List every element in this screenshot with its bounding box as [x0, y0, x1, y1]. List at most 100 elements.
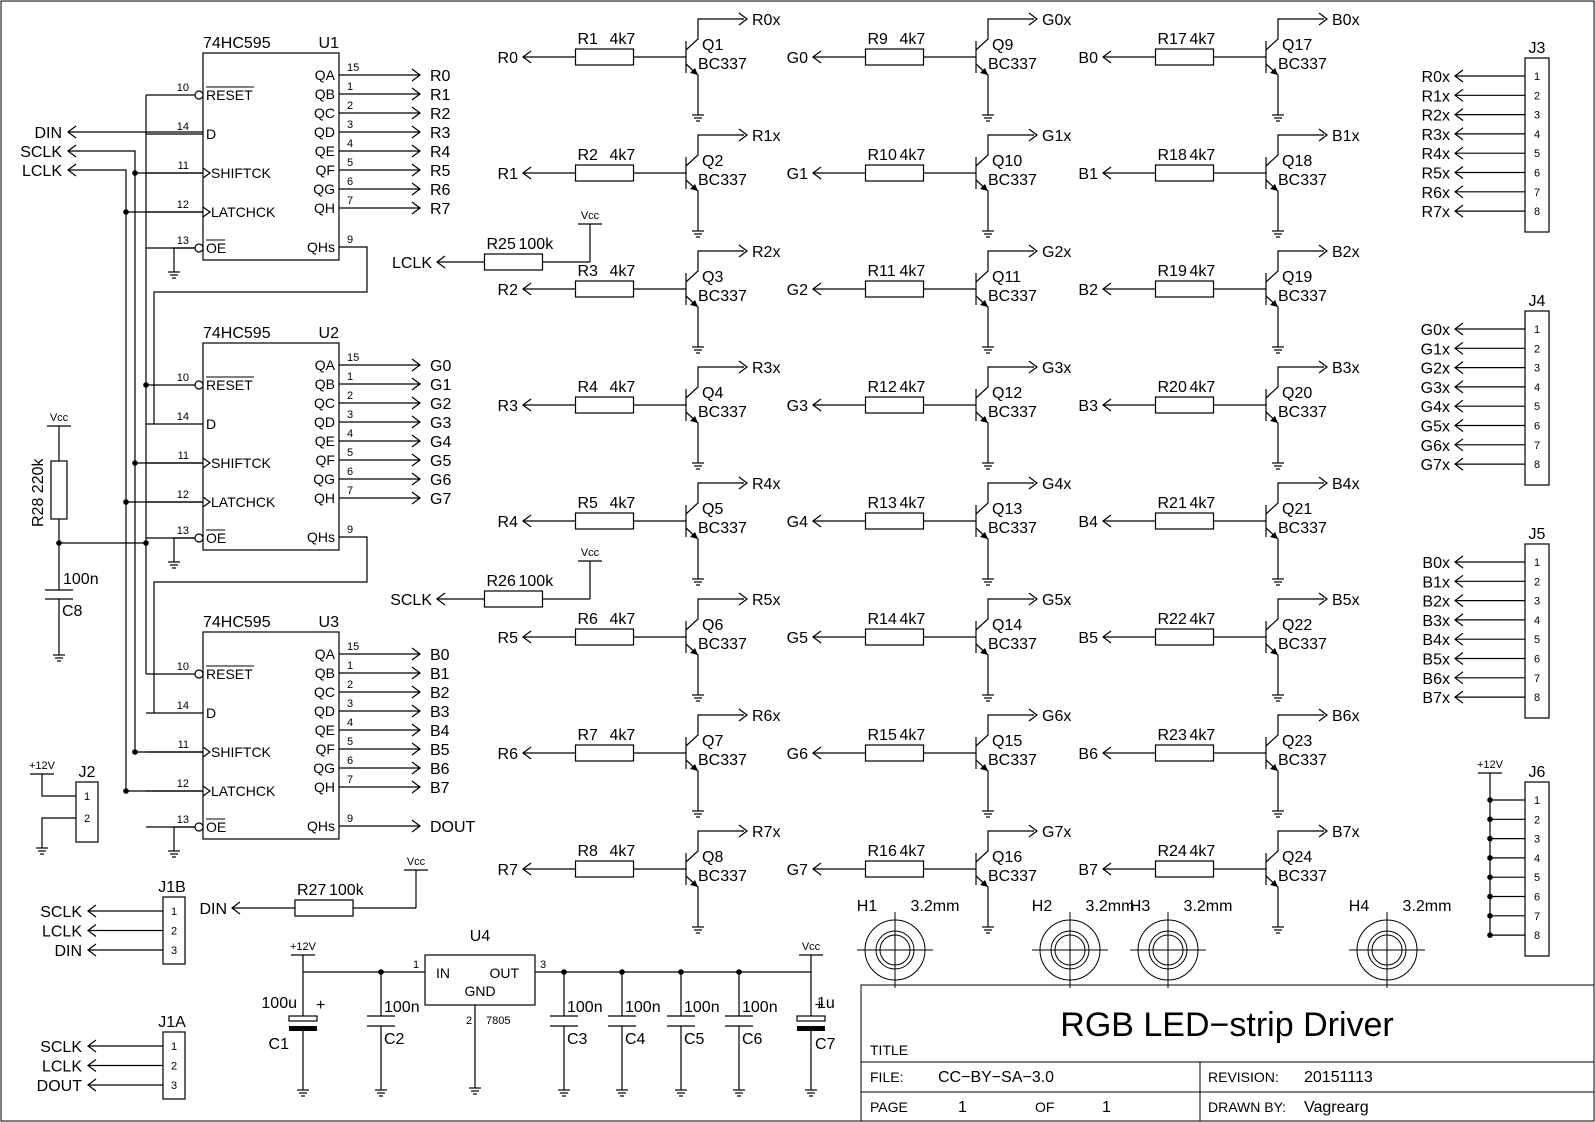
resistor-ref: R14	[868, 611, 897, 628]
resistor-body	[864, 396, 925, 414]
pin-name: SHIFTCK	[211, 744, 272, 760]
output-label: R1x	[752, 128, 780, 145]
pin-number: 10	[177, 372, 189, 384]
junction-dot	[619, 969, 625, 975]
input-label: DIN	[34, 125, 62, 142]
transistor-ref: Q16	[992, 849, 1022, 866]
net-label: B6	[430, 761, 450, 778]
net-label: G6x	[1421, 438, 1450, 455]
pin-name: QB	[315, 86, 335, 102]
pin-number: 3	[347, 409, 353, 421]
arrow-right	[1028, 12, 1038, 26]
junction-dot	[1487, 932, 1493, 938]
arrow-right	[738, 12, 748, 26]
regulator-body	[424, 954, 536, 1006]
pin-name: QB	[315, 376, 335, 392]
revision-value: 20151113	[1304, 1069, 1373, 1086]
transistor-part: BC337	[988, 404, 1037, 421]
pin-number: 8	[1534, 930, 1540, 942]
resistor-value: 100k	[329, 882, 365, 899]
arrow-right	[411, 723, 421, 737]
net-label: G4x	[1421, 399, 1450, 416]
pin-number: 12	[177, 489, 189, 501]
output-label: G1x	[1042, 128, 1071, 145]
pin-number: 5	[1534, 872, 1540, 884]
arrow-right	[738, 708, 748, 722]
net-label: G3	[787, 398, 808, 415]
transistor-ref: Q6	[702, 617, 723, 634]
transistor-ref: Q24	[1282, 849, 1312, 866]
resistor-ref: R16	[868, 843, 897, 860]
net-label: B6x	[1422, 671, 1450, 688]
pin-number: 9	[347, 813, 353, 825]
input-label: LCLK	[22, 163, 62, 180]
connector-ref: J5	[1529, 526, 1546, 543]
wire	[685, 134, 744, 167]
resistor-value: 4k7	[1190, 843, 1216, 860]
inversion-bubble	[194, 822, 204, 832]
net-label: DIN	[199, 901, 227, 918]
resistor-body	[574, 512, 635, 530]
resistor-value: 4k7	[900, 843, 926, 860]
transistor-ref: Q23	[1282, 733, 1312, 750]
resistor-value: 4k7	[610, 263, 636, 280]
net-label: SCLK	[40, 904, 82, 921]
regulator-part: 7805	[486, 1015, 510, 1027]
pin-name: QD	[314, 414, 335, 430]
resistor-ref: R6	[578, 611, 599, 628]
net-label: DOUT	[430, 819, 476, 836]
regulator-in: IN	[436, 965, 450, 981]
arrow-right	[1028, 824, 1038, 838]
arrow-right	[411, 396, 421, 410]
net-label: G7	[430, 491, 451, 508]
supply-label: Vcc	[581, 210, 600, 222]
junction-dot	[56, 540, 62, 546]
resistor-ref: R13	[868, 495, 897, 512]
net-label: SCLK	[40, 1039, 82, 1056]
pin-number: 8	[1534, 459, 1540, 471]
ground-symbol	[692, 230, 704, 238]
pin-name: SHIFTCK	[211, 455, 272, 471]
ground-symbol	[733, 1089, 745, 1097]
arrow-right	[411, 106, 421, 120]
junction-dot	[678, 969, 684, 975]
net-label: G7	[787, 862, 808, 879]
net-label: R5	[498, 630, 519, 647]
arrow-right	[411, 472, 421, 486]
net-label: G7x	[1421, 457, 1450, 474]
arrow-right	[1318, 244, 1328, 258]
pin-number: 3	[347, 119, 353, 131]
pin-number: 1	[1534, 795, 1540, 807]
resistor-value: 4k7	[1190, 495, 1216, 512]
pin-number: 1	[347, 81, 353, 93]
net-label: R4	[498, 514, 519, 531]
output-label: R7x	[752, 824, 780, 841]
ground-symbol	[1272, 694, 1284, 702]
output-label: R0x	[752, 12, 780, 29]
net-label: R7	[430, 201, 451, 218]
pin-name: LATCHCK	[211, 494, 276, 510]
pin-name: QG	[313, 760, 335, 776]
ground-symbol	[805, 1089, 817, 1097]
resistor-body	[1154, 280, 1215, 298]
junction-dot	[1487, 913, 1493, 919]
net-label: G0	[430, 358, 451, 375]
wire	[173, 826, 195, 851]
capacitor-value: 1u	[817, 995, 835, 1012]
ic-part: 74HC595	[203, 325, 271, 342]
resistor-value: 4k7	[1190, 379, 1216, 396]
resistor-value: 4k7	[1190, 263, 1216, 280]
wire	[68, 150, 136, 753]
arrow-right	[411, 742, 421, 756]
